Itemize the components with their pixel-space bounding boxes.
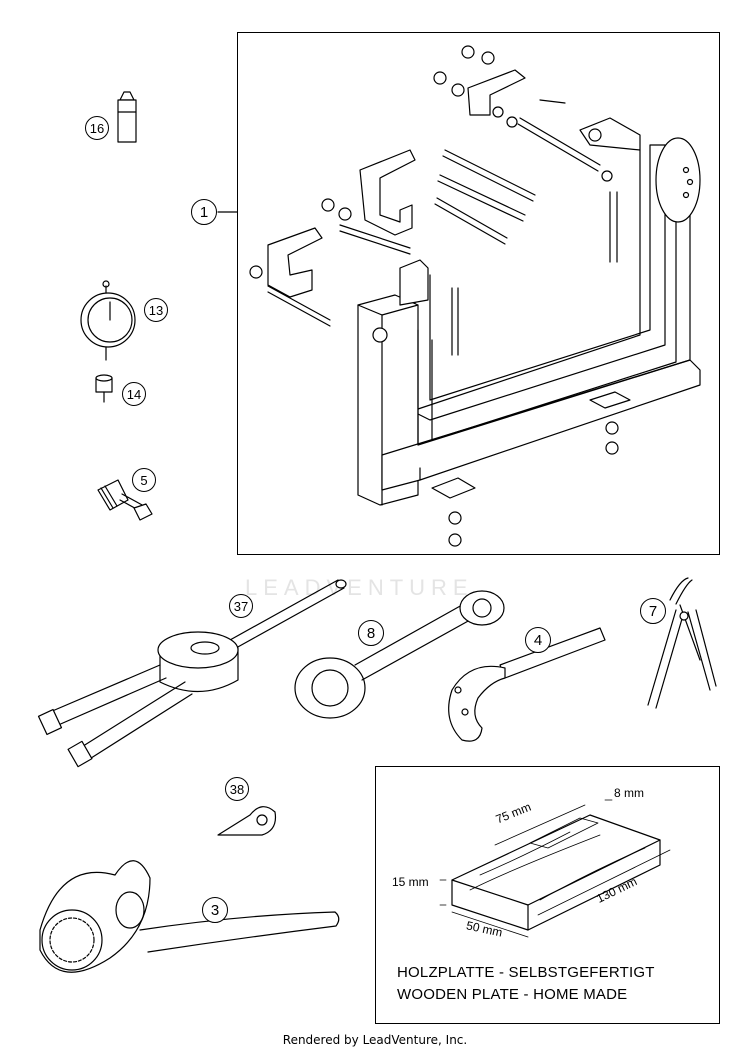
hook-wrench-drawing <box>448 627 606 742</box>
callout-part-16: 16 <box>85 116 109 140</box>
lock-tool-drawing <box>217 806 277 836</box>
caption-german: HOLZPLATTE - SELBSTGEFERTIGT <box>397 964 655 981</box>
callout-part-1: 1 <box>191 199 217 225</box>
callout-part-3: 3 <box>202 897 228 923</box>
callout-part-38: 38 <box>225 777 249 801</box>
dial-gauge-drawing <box>80 280 136 361</box>
callout-part-8: 8 <box>358 620 384 646</box>
callout-part-14: 14 <box>122 382 146 406</box>
footer-credit: Rendered by LeadVenture, Inc. <box>282 1033 468 1047</box>
callout-part-5: 5 <box>132 468 156 492</box>
watermark: LEADVENTURE <box>245 575 474 600</box>
wooden-plate-drawing <box>439 799 671 938</box>
engine-stand-drawing <box>249 45 701 547</box>
wooden-plate-box <box>375 766 720 1024</box>
circlip-pliers-drawing <box>647 577 717 709</box>
callout-part-4: 4 <box>525 627 551 653</box>
callout-part-7: 7 <box>640 598 666 624</box>
engine-stand-box <box>237 32 720 555</box>
pin-wrench-drawing <box>294 590 505 719</box>
threaded-adapter-drawing <box>97 479 153 521</box>
holding-tool-drawing <box>39 860 340 973</box>
gauge-adapter-drawing <box>95 374 113 403</box>
loctite-tube-drawing <box>117 91 137 143</box>
callout-part-13: 13 <box>144 298 168 322</box>
dim-groove: 8 mm <box>614 786 644 800</box>
callout-part-37: 37 <box>229 594 253 618</box>
dim-thickness: 15 mm <box>392 875 429 889</box>
puller-drawing <box>37 579 347 768</box>
caption-english: WOODEN PLATE - HOME MADE <box>397 986 628 1003</box>
